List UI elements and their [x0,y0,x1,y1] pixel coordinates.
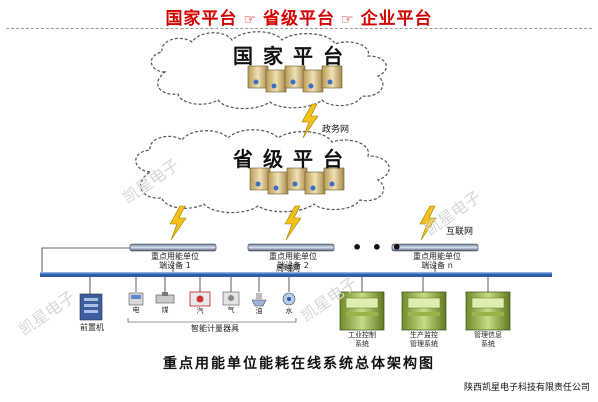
collector-label-n: 重点用能单位 端设备 n [402,252,472,270]
header-divider [6,28,592,29]
national-server-cluster [247,65,343,93]
lan-drops [89,277,489,294]
collector-line1: 重点用能单位 [413,252,461,261]
water-meter-icon [282,292,296,306]
collector-line2: 端设备 1 [159,261,191,270]
lan-label: 局域网 [276,264,300,273]
system-label-management: 管理信息 系统 [458,331,518,349]
electric-meter-icon [128,292,144,306]
provincial-platform-title: 省级平台 [233,147,353,171]
system-label-industrial: 工业控制 系统 [332,331,392,349]
meter-label-oil: 油 [255,307,263,315]
meter-group-bracket [127,318,297,323]
diagram-caption: 重点用能单位能耗在线系统总体架构图 [163,356,435,372]
company-name: 陕西凯星电子科技有限责任公司 [463,383,590,393]
meter-label-coal: 煤 [161,306,169,314]
collector-line1: 重点用能单位 [151,252,199,261]
collector-device-icon [391,243,479,252]
system-label-production: 生产监控 管理系统 [394,331,454,349]
system-line2: 管理系统 [410,340,438,348]
lightning-icon [419,205,437,241]
collector-device-icon [247,243,335,252]
collector-line2: 端设备 n [421,261,453,270]
collector-line2: 端设备 2 [277,261,309,270]
lightning-icon [301,103,319,139]
ellipsis: • • • [352,238,404,257]
collector-label-2: 重点用能单位 端设备 2 [258,252,328,270]
collector-label-1: 重点用能单位 端设备 1 [140,252,210,270]
national-platform-title: 国家平台 [233,44,353,68]
system-line2: 系统 [355,340,369,348]
meter-group-label: 智能计量器具 [191,324,239,333]
system-line2: 系统 [481,340,495,348]
steam-meter-icon [189,291,211,307]
server-icon [265,69,287,93]
platform-header: 国家平台 ☞ 省级平台 ☞ 企业平台 [0,4,598,29]
meter-label-steam: 汽 [196,307,204,315]
management-info-cabinet-icon [465,291,511,331]
lightning-icon [284,205,302,241]
server-icon [304,171,326,195]
collector-links [41,247,436,272]
meter-label-water: 水 [285,307,293,315]
server-icon [284,65,306,89]
server-icon [247,65,269,89]
server-icon [302,69,324,93]
server-icon [323,167,345,191]
lightning-icon [169,205,187,241]
oil-meter-icon [251,293,267,307]
gateway-computer-icon [79,293,103,321]
meter-label-gas: 气 [227,306,235,314]
header-provincial: 省级平台 [263,9,335,29]
meter-label-electric: 电 [132,306,140,314]
collector-line1: 重点用能单位 [269,252,317,261]
system-line1: 工业控制 [348,331,376,339]
server-icon [321,65,343,89]
internet-label: 互联网 [446,227,474,237]
header-national: 国家平台 [165,9,238,29]
gov-net-label: 政务网 [322,125,350,135]
production-monitoring-cabinet-icon [401,291,447,331]
system-line1: 生产监控 [410,331,438,339]
gas-meter-icon [222,291,240,306]
header-enterprise: 企业平台 [360,9,433,29]
system-line1: 管理信息 [474,331,502,339]
gateway-label: 前置机 [80,323,104,332]
collector-device-icon [129,243,217,252]
coal-meter-icon [155,292,175,304]
industrial-control-cabinet-icon [339,291,385,331]
server-icon [267,171,289,195]
provincial-server-cluster [249,167,345,195]
pointing-hand-icon: ☞ [341,12,355,28]
server-icon [249,167,271,191]
lan-bus [40,272,552,277]
pointing-hand-icon: ☞ [243,12,257,28]
